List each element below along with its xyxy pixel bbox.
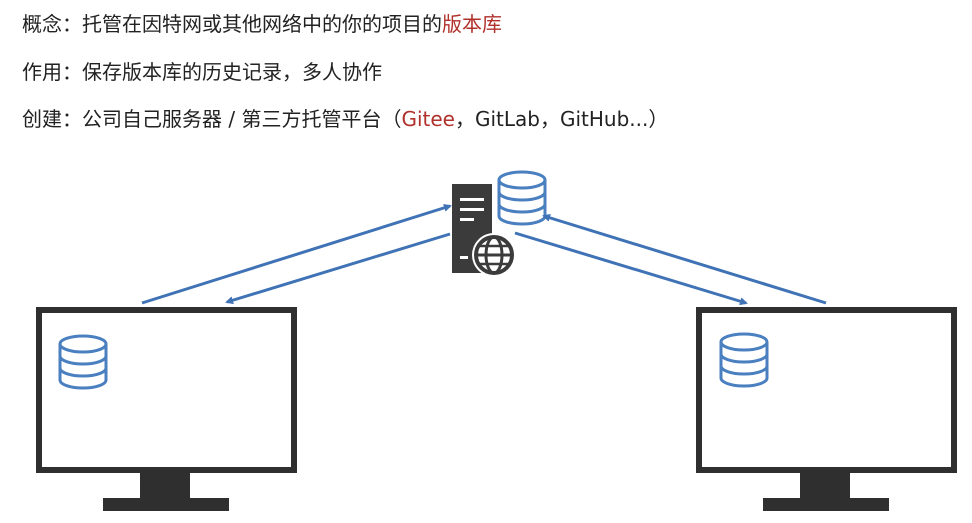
arrow <box>514 231 748 306</box>
concept-highlight: 版本库 <box>442 12 502 36</box>
usage-text: 保存版本库的历史记录，多人协作 <box>82 60 382 84</box>
creation-label: 创建： <box>22 107 82 131</box>
usage-line: 作用：保存版本库的历史记录，多人协作 <box>22 58 382 86</box>
globe-icon <box>472 233 516 277</box>
arrow <box>141 203 452 305</box>
server-icon <box>452 184 492 273</box>
concept-label: 概念： <box>22 12 82 36</box>
database-icon <box>497 170 547 226</box>
creation-text: 公司自己服务器 / 第三方托管平台（ <box>82 107 402 131</box>
creation-line: 创建：公司自己服务器 / 第三方托管平台（Gitee，GitLab，GitHub… <box>22 105 668 133</box>
arrow <box>542 213 827 305</box>
concept-text: 托管在因特网或其他网络中的你的项目的 <box>82 12 442 36</box>
usage-label: 作用： <box>22 60 82 84</box>
database-icon <box>719 332 769 388</box>
concept-line: 概念：托管在因特网或其他网络中的你的项目的版本库 <box>22 10 502 38</box>
creation-highlight-gitee: Gitee <box>401 107 455 131</box>
creation-rest: ，GitLab，GitHub...） <box>454 107 669 131</box>
database-icon <box>58 334 108 390</box>
arrow <box>225 232 451 305</box>
